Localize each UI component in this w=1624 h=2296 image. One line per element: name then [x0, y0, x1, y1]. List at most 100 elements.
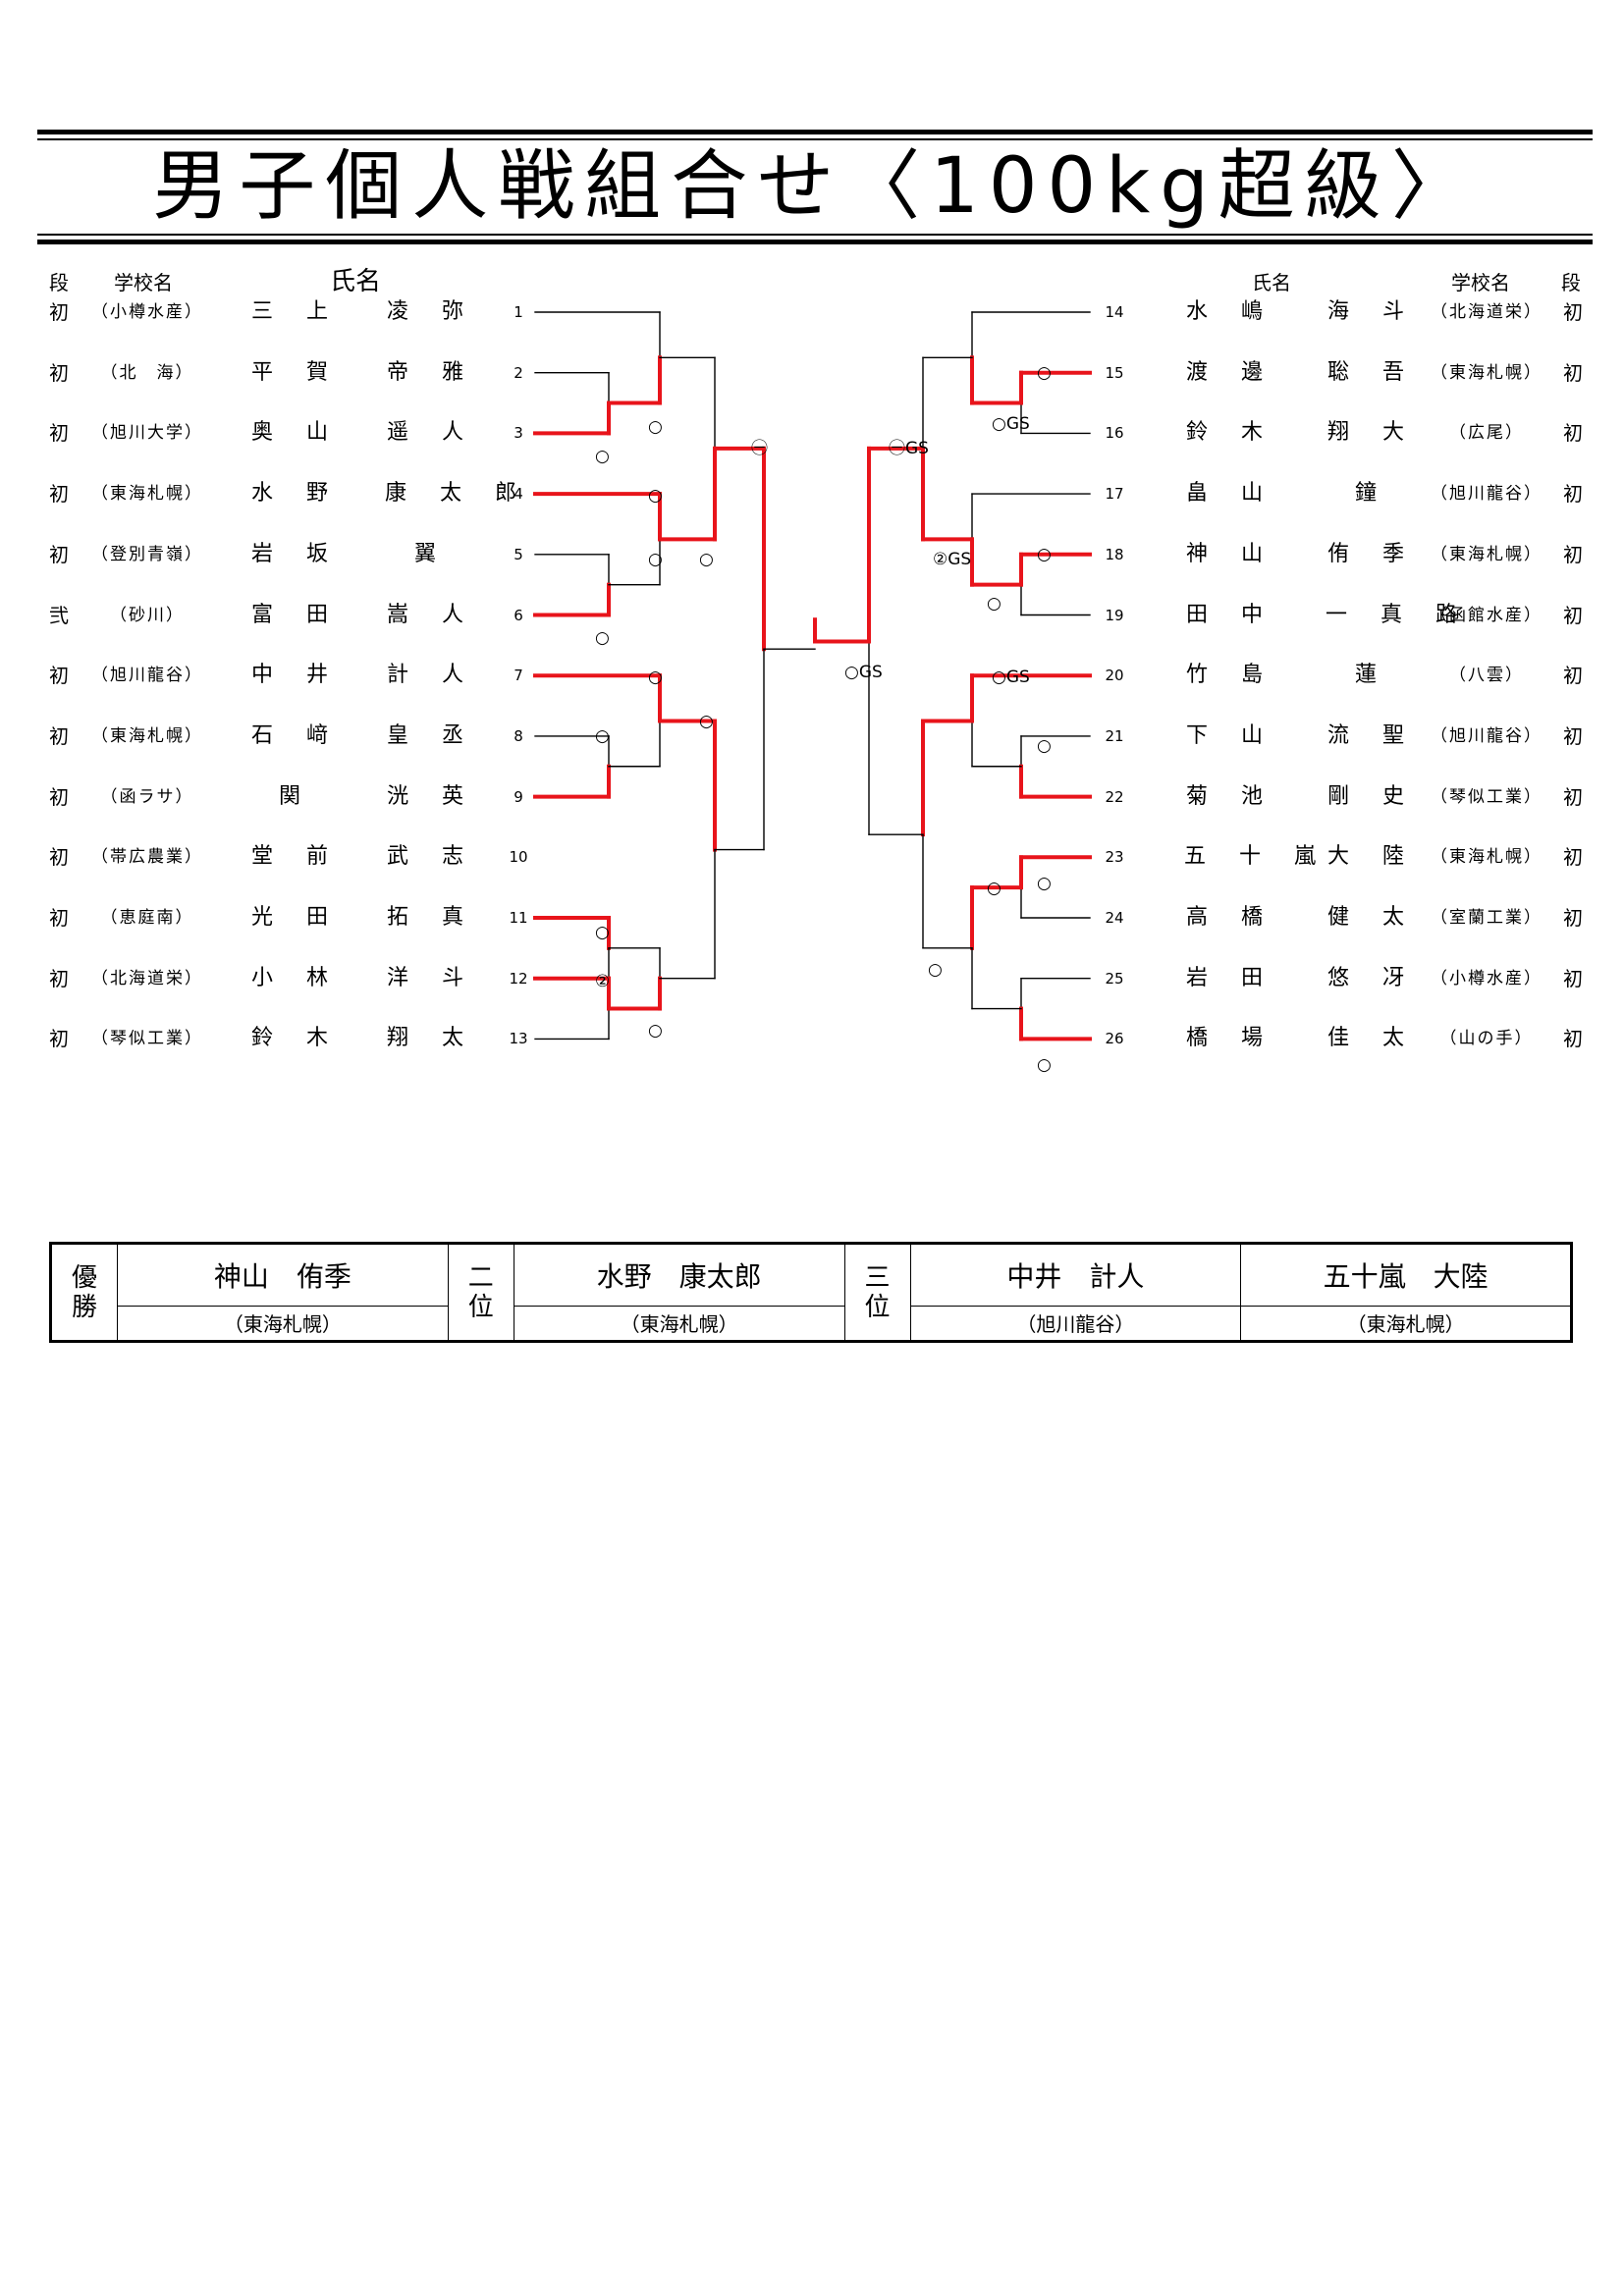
- player-number: 3: [514, 424, 523, 443]
- player-school: （北海道栄）: [1431, 302, 1543, 322]
- player-surname: 高橋: [1185, 905, 1296, 930]
- player-given-name: 計人: [386, 663, 497, 688]
- player-dan: 初: [49, 784, 69, 809]
- player-number: 2: [514, 363, 523, 382]
- third-place-school-a: （旭川龍谷）: [909, 1305, 1242, 1343]
- player-surname: 菊池: [1185, 783, 1296, 809]
- player-school: （小樽水産）: [1431, 968, 1543, 988]
- player-given-name: 武志: [386, 844, 497, 870]
- player-surname: 三上: [250, 299, 361, 324]
- player-given-name: 海斗: [1326, 299, 1437, 324]
- result-mark: ②: [595, 972, 610, 991]
- result-mark: ○: [648, 486, 663, 506]
- result-mark: ○GS: [844, 663, 883, 682]
- first-place-label: 優勝: [50, 1243, 118, 1342]
- player-given-name: 蓮: [1354, 663, 1410, 688]
- result-mark: ○: [1037, 1055, 1052, 1075]
- player-surname: 奥山: [250, 420, 361, 446]
- player-number: 10: [509, 848, 528, 867]
- player-surname: 中井: [250, 663, 361, 688]
- player-school: （旭川龍谷）: [91, 666, 203, 686]
- player-given-name: 翼: [413, 541, 469, 566]
- player-school: （旭川龍谷）: [1431, 725, 1543, 746]
- player-dan: 初: [1563, 421, 1583, 446]
- player-school: （帯広農業）: [91, 847, 203, 868]
- title-rule-bottom-thin: [37, 234, 1593, 236]
- player-number: 21: [1105, 726, 1124, 745]
- player-number: 17: [1105, 485, 1124, 504]
- player-surname: 鈴木: [250, 1026, 361, 1051]
- player-given-name: 侑季: [1326, 541, 1437, 566]
- player-school: （北海道栄）: [91, 968, 203, 988]
- player-number: 18: [1105, 545, 1124, 563]
- player-number: 16: [1105, 424, 1124, 443]
- third-place-name-a: 中井 計人: [909, 1243, 1242, 1307]
- player-dan: 初: [1563, 360, 1583, 385]
- result-mark: ○: [648, 1021, 663, 1041]
- first-place-name: 神山 侑季: [117, 1243, 449, 1307]
- player-school: （小樽水産）: [91, 302, 203, 322]
- result-mark: ○GS: [992, 667, 1030, 687]
- result-mark: ○: [648, 417, 663, 437]
- third-place-school-b: （東海札幌）: [1240, 1305, 1572, 1343]
- result-mark: ○: [648, 667, 663, 687]
- player-school: （室蘭工業）: [1431, 908, 1543, 928]
- player-school: （山の手）: [1439, 1029, 1534, 1049]
- player-dan: 初: [49, 845, 69, 870]
- player-given-name: 大陸: [1326, 844, 1437, 870]
- player-number: 8: [514, 726, 523, 745]
- player-given-name: 佳太: [1326, 1026, 1437, 1051]
- third-place-label: 三位: [843, 1243, 911, 1342]
- result-mark: ○: [595, 447, 610, 466]
- title-rule-top-thin: [37, 138, 1593, 140]
- player-dan: 初: [1563, 845, 1583, 870]
- results-table: 優勝 神山 侑季 二位 水野 康太郎 三位 中井 計人 五十嵐 大陸 （東海札幌…: [49, 1242, 1573, 1343]
- player-number: 4: [514, 485, 523, 504]
- result-mark: ○: [1037, 736, 1052, 756]
- player-surname: 富田: [250, 602, 361, 627]
- player-given-name: 洋斗: [386, 965, 497, 990]
- player-dan: 初: [1563, 1027, 1583, 1051]
- player-given-name: 康太郎: [385, 481, 551, 507]
- player-given-name: 健太: [1326, 905, 1437, 930]
- player-given-name: 鐘: [1354, 481, 1410, 507]
- player-school: （砂川）: [110, 605, 185, 625]
- player-school: （東海札幌）: [91, 484, 203, 505]
- player-dan: 初: [1563, 300, 1583, 324]
- player-school: （東海札幌）: [1431, 847, 1543, 868]
- player-dan: 初: [1563, 603, 1583, 627]
- title-rule-bottom-thick: [37, 240, 1593, 244]
- player-dan: 初: [1563, 966, 1583, 990]
- player-surname: 岩田: [1185, 965, 1296, 990]
- header-school-right: 学校名: [1451, 271, 1510, 294]
- player-surname: 平賀: [250, 359, 361, 385]
- player-given-name: 皇丞: [386, 722, 497, 748]
- result-mark: ○: [699, 550, 714, 569]
- player-school: （函ラサ）: [100, 786, 194, 807]
- player-dan: 初: [1563, 906, 1583, 930]
- player-school: （八雲）: [1449, 666, 1524, 686]
- player-number: 25: [1105, 969, 1124, 988]
- player-surname: 石﨑: [250, 722, 361, 748]
- player-dan: 初: [49, 1027, 69, 1051]
- player-surname: 岩坂: [250, 541, 361, 566]
- result-mark: ○GS: [992, 414, 1030, 434]
- player-number: 23: [1105, 848, 1124, 867]
- player-dan: 初: [1563, 542, 1583, 566]
- result-mark: ○: [1037, 545, 1052, 564]
- result-mark: ○: [987, 879, 1001, 898]
- header-dan-right: 段: [1561, 271, 1581, 294]
- player-dan: 初: [49, 723, 69, 748]
- player-surname: 畠山: [1185, 481, 1296, 507]
- player-school: （琴似工業）: [91, 1029, 203, 1049]
- player-dan: 初: [49, 966, 69, 990]
- player-school: （旭川龍谷）: [1431, 484, 1543, 505]
- player-dan: 初: [1563, 664, 1583, 688]
- player-dan: 初: [49, 360, 69, 385]
- result-mark: ㊀GS: [889, 439, 929, 458]
- player-number: 19: [1105, 606, 1124, 624]
- result-mark: ㊀: [751, 439, 768, 458]
- player-dan: 初: [49, 482, 69, 507]
- third-place-name-b: 五十嵐 大陸: [1240, 1243, 1572, 1307]
